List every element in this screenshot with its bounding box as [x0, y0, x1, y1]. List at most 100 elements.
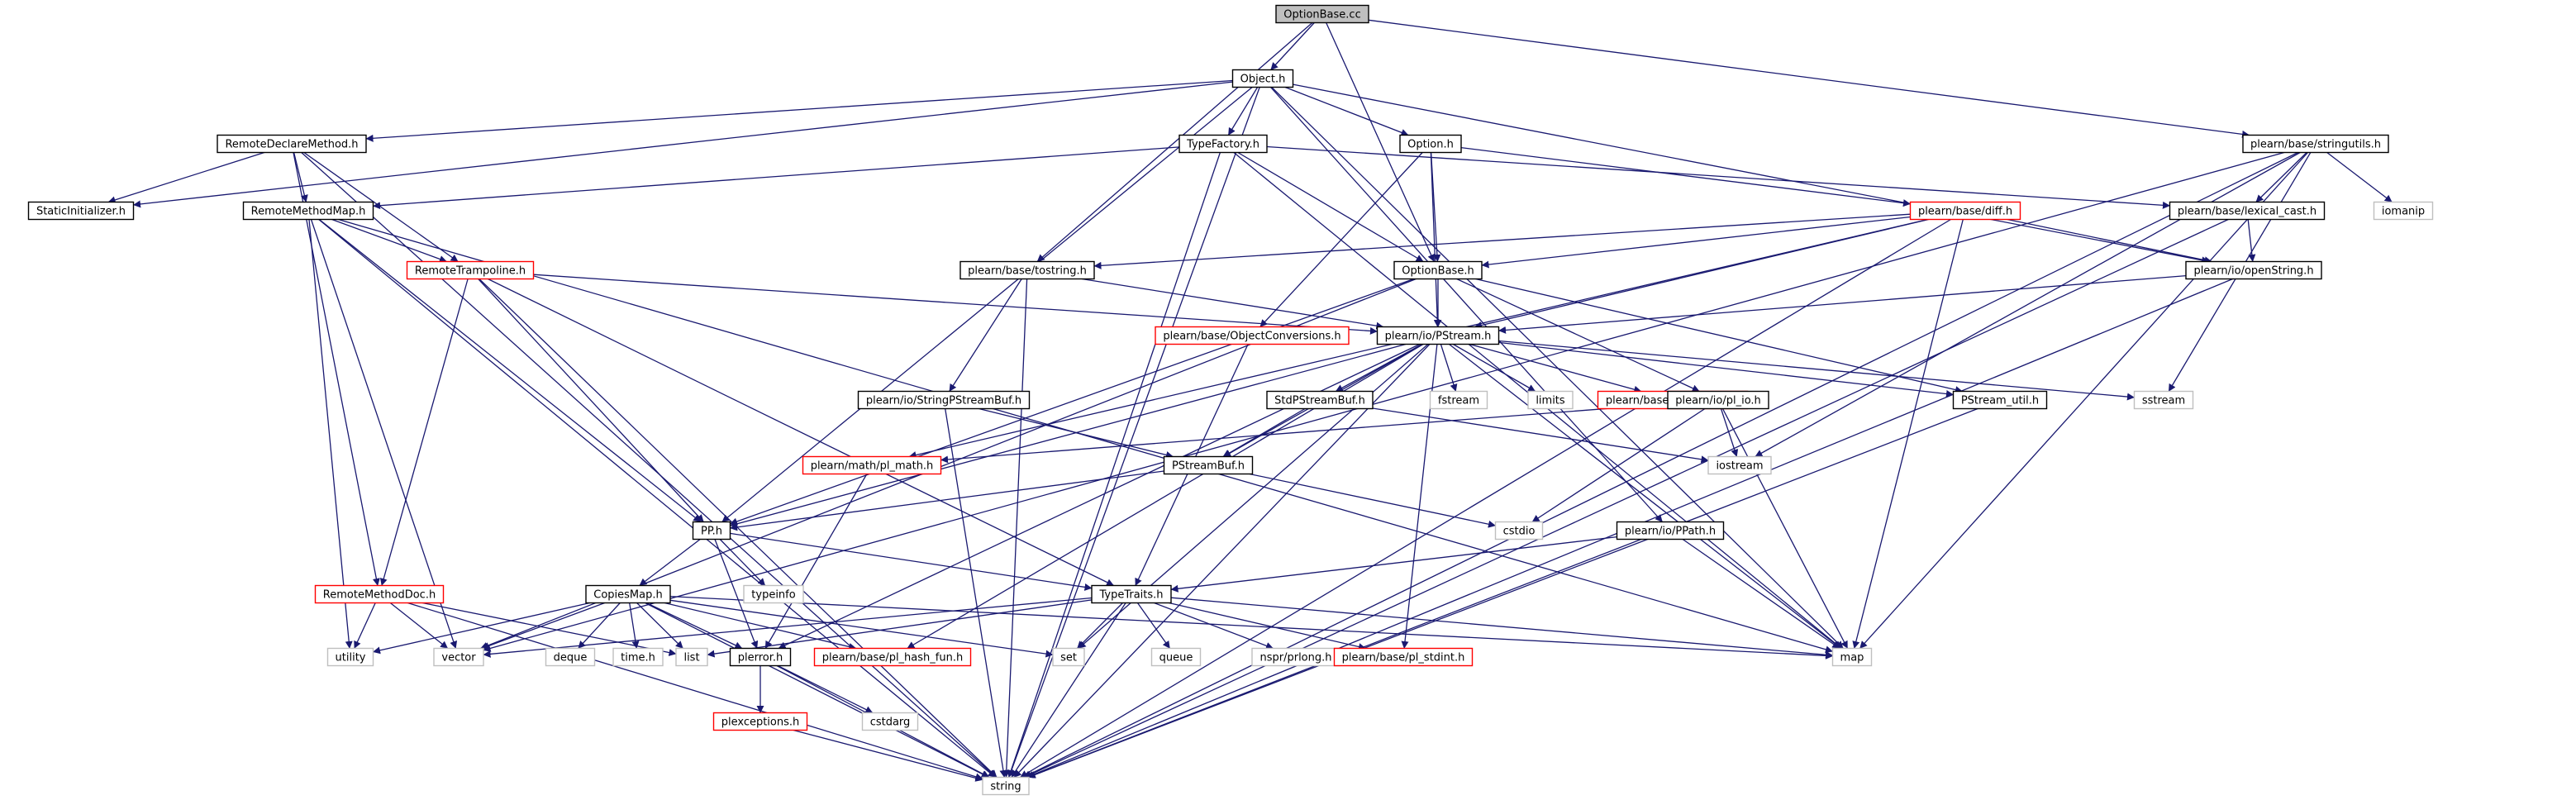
edge-object-h-to-map	[1271, 87, 1844, 649]
node-copiesmap-h[interactable]: CopiesMap.h	[585, 584, 671, 604]
node-time-h[interactable]: time.h	[612, 647, 664, 667]
node-label: set	[1060, 652, 1077, 664]
node-pl-io-h[interactable]: plearn/io/pl_io.h	[1667, 390, 1769, 410]
node-box	[959, 260, 1095, 280]
node-box	[982, 776, 1030, 796]
edge-remotedeclaremethod-h-to-remotemethodmap-h	[293, 152, 308, 202]
node-label: limits	[1536, 395, 1565, 407]
node-remotemethodmap-h[interactable]: RemoteMethodMap.h	[242, 201, 374, 221]
node-box	[1399, 134, 1462, 154]
edge-stringutils-h-to-iomanip	[2326, 151, 2393, 203]
edge-stdpstreambuf-h-to-pstreambuf-h	[1222, 407, 1306, 458]
edge-object-h-to-pp-h	[721, 86, 1253, 523]
edge-remotedeclaremethod-h-to-remotetrampoline-h	[303, 151, 459, 263]
node-label: plearn/base/ObjectConversions.h	[1163, 331, 1340, 343]
edge-optionbase-h-to-pstream-util-h	[1475, 278, 1963, 393]
edge-optionbase-cc-to-object-h	[1270, 22, 1315, 70]
node-ppath-h[interactable]: plearn/io/PPath.h	[1616, 521, 1725, 540]
node-prlong-h[interactable]: nspr/prlong.h	[1251, 647, 1340, 667]
node-box	[813, 647, 972, 667]
node-pl-math-h[interactable]: plearn/math/pl_math.h	[802, 455, 942, 475]
node-box	[1091, 584, 1172, 604]
node-staticinitializer-h[interactable]: StaticInitializer.h	[27, 201, 135, 221]
node-plerror-h[interactable]: plerror.h	[729, 647, 792, 667]
node-stdpstreambuf-h[interactable]: StdPStreamBuf.h	[1266, 390, 1374, 410]
edge-remotemethodmap-h-to-remotetrampoline-h	[331, 218, 447, 263]
node-utility[interactable]: utility	[326, 647, 374, 667]
node-box	[585, 584, 671, 604]
node-label: deque	[554, 652, 588, 664]
edge-diff-h-to-tostring-h	[1093, 213, 1911, 269]
node-label: plerror.h	[738, 652, 783, 664]
node-diff-h[interactable]: plearn/base/diff.h	[1909, 201, 2021, 221]
node-vector[interactable]: vector	[433, 647, 484, 667]
node-optionbase-h[interactable]: OptionBase.h	[1393, 260, 1483, 280]
node-box	[692, 521, 731, 540]
node-object-h[interactable]: Object.h	[1231, 69, 1294, 88]
edge-pp-h-to-typeinfo	[719, 539, 766, 586]
edge-pp-h-to-copiesmap-h	[639, 538, 701, 587]
node-box	[2373, 201, 2434, 221]
node-tostring-h[interactable]: plearn/base/tostring.h	[959, 260, 1095, 280]
node-plexceptions-h[interactable]: plexceptions.h	[712, 712, 808, 731]
node-remotedeclaremethod-h[interactable]: RemoteDeclareMethod.h	[217, 134, 367, 154]
edge-pl-io-h-to-pl-math-h	[940, 403, 1669, 464]
node-iomanip[interactable]: iomanip	[2373, 201, 2434, 221]
node-set[interactable]: set	[1052, 647, 1085, 667]
node-typefactory-h[interactable]: TypeFactory.h	[1178, 134, 1268, 154]
node-box	[1667, 390, 1769, 410]
node-pstream-h[interactable]: plearn/io/PStream.h	[1376, 326, 1500, 345]
node-cstdio[interactable]: cstdio	[1494, 521, 1544, 540]
edge-diff-h-to-map	[1852, 219, 1964, 649]
edge-remotemethoddoc-h-to-utility	[354, 602, 376, 649]
node-fstream[interactable]: fstream	[1429, 390, 1488, 410]
edge-lexical-cast-h-to-string	[1024, 218, 2229, 779]
node-stringutils-h[interactable]: plearn/base/stringutils.h	[2242, 134, 2389, 154]
edge-remotetrampoline-h-to-pp-h	[478, 279, 704, 522]
node-lexical-cast-h[interactable]: plearn/base/lexical_cast.h	[2169, 201, 2326, 221]
node-label: OptionBase.h	[1402, 265, 1474, 278]
node-label: plearn/base/lexical_cast.h	[2178, 206, 2316, 218]
node-box	[1052, 647, 1085, 667]
node-deque[interactable]: deque	[545, 647, 596, 667]
node-box	[612, 647, 664, 667]
node-iostream[interactable]: iostream	[1707, 455, 1772, 475]
node-stringpstreambuf-h[interactable]: plearn/io/StringPStreamBuf.h	[857, 390, 1031, 410]
node-queue[interactable]: queue	[1150, 647, 1202, 667]
node-label: CopiesMap.h	[593, 589, 662, 602]
node-option-h[interactable]: Option.h	[1399, 134, 1462, 154]
edge-stringutils-h-to-lexical-cast-h	[2255, 152, 2307, 202]
node-map[interactable]: map	[1831, 647, 1873, 667]
node-list[interactable]: list	[675, 647, 708, 667]
node-typetraits-h[interactable]: TypeTraits.h	[1091, 584, 1172, 604]
edge-pl-io-h-to-iostream	[1720, 408, 1739, 457]
node-pp-h[interactable]: PP.h	[692, 521, 731, 540]
edge-pstream-h-to-limits	[1452, 343, 1536, 393]
node-string[interactable]: string	[982, 776, 1030, 796]
node-box	[1376, 326, 1500, 345]
node-remotetrampoline-h[interactable]: RemoteTrampoline.h	[406, 260, 535, 280]
node-cstdarg[interactable]: cstdarg	[861, 712, 919, 731]
edge-stdpstreambuf-h-to-iostream	[1372, 407, 1709, 464]
node-pl-hash-fun-h[interactable]: plearn/base/pl_hash_fun.h	[813, 647, 972, 667]
node-label: Option.h	[1407, 139, 1454, 151]
node-optionbase-cc[interactable]: OptionBase.cc	[1275, 4, 1369, 24]
node-label: PStreamBuf.h	[1172, 460, 1245, 473]
node-box	[712, 712, 808, 731]
node-pstreambuf-h[interactable]: PStreamBuf.h	[1163, 455, 1254, 475]
node-label: Object.h	[1240, 74, 1286, 86]
edge-remotemethoddoc-h-to-string	[407, 602, 983, 781]
node-label: typeinfo	[751, 589, 795, 602]
node-box	[1616, 521, 1725, 540]
node-typeinfo[interactable]: typeinfo	[743, 584, 804, 604]
edge-option-h-to-diff-h	[1460, 146, 1911, 207]
node-pl-stdint-h[interactable]: plearn/base/pl_stdint.h	[1333, 647, 1474, 667]
node-sstream[interactable]: sstream	[2133, 390, 2194, 410]
node-openstring-h[interactable]: plearn/io/openString.h	[2185, 260, 2322, 280]
node-label: TypeFactory.h	[1186, 139, 1259, 151]
node-pstream-util-h[interactable]: PStream_util.h	[1952, 390, 2048, 410]
node-limits[interactable]: limits	[1527, 390, 1574, 410]
node-remotemethoddoc-h[interactable]: RemoteMethodDoc.h	[314, 584, 445, 604]
node-objectconversions-h[interactable]: plearn/base/ObjectConversions.h	[1155, 326, 1350, 345]
edge-pl-io-h-to-map	[1721, 408, 1849, 649]
